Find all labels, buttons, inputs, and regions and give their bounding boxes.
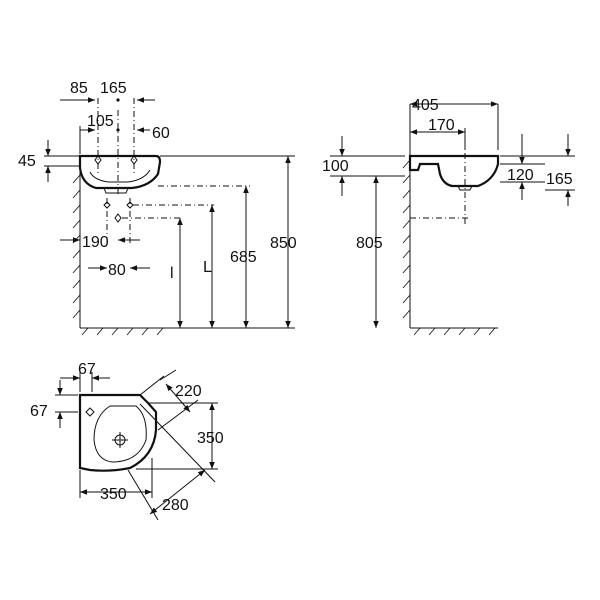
- dim-805-label: 805: [356, 235, 383, 252]
- wall-hatch-left: [72, 165, 81, 328]
- basin-front: [78, 98, 162, 196]
- basin-side: [408, 140, 500, 225]
- dim-405: 405: [409, 97, 499, 150]
- dim-105-60: 105 60: [79, 113, 170, 154]
- dim-80-label: 80: [108, 262, 126, 279]
- dim-170: 170: [410, 117, 466, 150]
- dim-405-label: 405: [412, 97, 439, 114]
- front-view: 85 165 105 60 45 190 80: [18, 80, 297, 336]
- dim-80: 80: [88, 262, 150, 279]
- dim-165-label: 165: [100, 80, 127, 97]
- dim-350-vertical: 350: [136, 402, 224, 470]
- dim-805: 805: [356, 175, 405, 328]
- dim-100: 100: [322, 136, 405, 196]
- dim-60-label: 60: [152, 125, 170, 142]
- dim-67a-label: 67: [78, 361, 96, 378]
- dim-45-label: 45: [18, 153, 36, 170]
- dim-45: 45: [18, 140, 80, 182]
- dim-l: l: [170, 218, 183, 328]
- dim-685-label: 685: [230, 249, 257, 266]
- dim-120-label: 120: [507, 167, 534, 184]
- tap-holes-front: [94, 155, 138, 165]
- floor-front: [80, 327, 165, 336]
- dim-165-side-label: 165: [546, 171, 573, 188]
- dim-220-label: 220: [175, 383, 202, 400]
- dim-67-left: 67: [30, 380, 78, 428]
- dim-350v-label: 350: [197, 430, 224, 447]
- dim-350h-label: 350: [100, 486, 127, 503]
- basin-top: [78, 393, 158, 472]
- dim-105-label: 105: [87, 113, 114, 130]
- supply-points: [103, 185, 250, 245]
- dim-190: 190: [60, 234, 140, 251]
- dim-170-label: 170: [428, 117, 455, 134]
- dim-L-label: L: [203, 259, 212, 276]
- dim-165-side: 165: [500, 134, 575, 206]
- dim-280: 280: [127, 403, 216, 521]
- dim-220: 220: [139, 369, 202, 431]
- floor-side: [410, 327, 498, 336]
- side-view: 405 170 100 120 165: [322, 97, 575, 336]
- dim-850-label: 850: [270, 235, 297, 252]
- dim-l-label: l: [170, 265, 174, 282]
- wall-hatch-right: [402, 150, 411, 328]
- dim-280-label: 280: [162, 497, 189, 514]
- dim-85-165: 85 165: [60, 80, 155, 103]
- dim-685: 685: [230, 186, 257, 328]
- dim-67b-label: 67: [30, 403, 48, 420]
- dim-350-horizontal: 350: [79, 458, 153, 503]
- dim-850: 850: [160, 155, 297, 329]
- dim-85-label: 85: [70, 80, 88, 97]
- dim-L: L: [203, 205, 215, 328]
- dim-190-label: 190: [82, 234, 109, 251]
- dim-100-label: 100: [322, 158, 349, 175]
- dim-67-top: 67: [60, 361, 110, 392]
- dim-120: 120: [500, 134, 545, 200]
- top-view: 67 67 220 350 350: [30, 361, 224, 521]
